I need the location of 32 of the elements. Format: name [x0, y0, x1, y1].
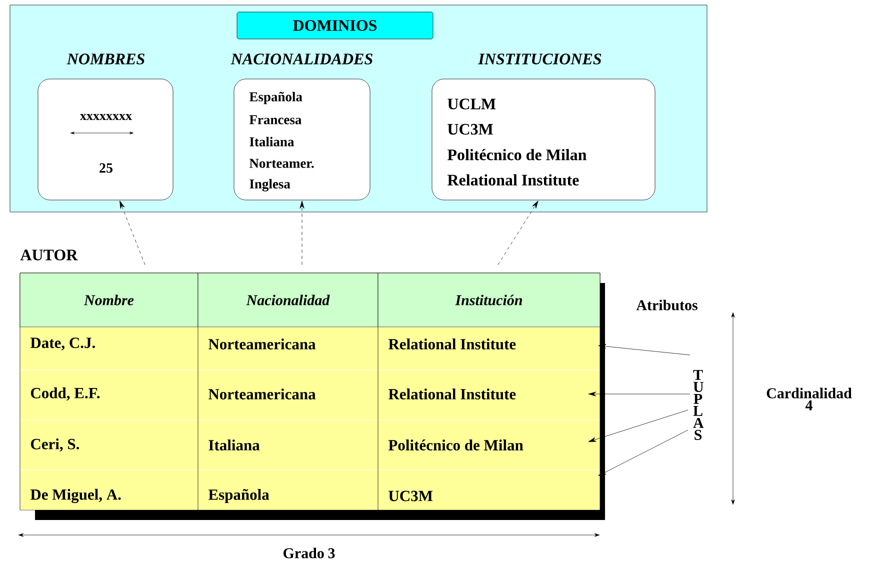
table-entry: Date, C.J.: [30, 338, 95, 350]
table-entry: Relational Institute: [388, 338, 516, 350]
table-entry: Codd, E.F.: [30, 387, 100, 401]
column-header: Nacionalidad: [198, 272, 378, 328]
arrow: [598, 344, 690, 356]
arrow: [498, 200, 538, 265]
column-header: Institución: [378, 272, 600, 328]
arrow: [588, 410, 688, 442]
label-text: Cardinalidad 4: [766, 388, 852, 410]
domain-box: NACIONALIDADES Española Francesa Italiana Norteamer. Inglesa: [230, 54, 372, 200]
arrow: [588, 392, 690, 396]
table-entry: Ceri, S.: [30, 438, 80, 452]
domain-box: INSTITUCIONES UCLM UC3M Politécnico de Milan Relational Institute: [432, 54, 656, 200]
table-entry: Norteamericana: [208, 388, 316, 400]
arrow: [598, 430, 688, 476]
arrow: [120, 200, 146, 265]
column-header: Nombre: [20, 272, 198, 328]
vertical-word: T U P L A S: [693, 370, 704, 440]
table-entry: Norteamericana: [208, 338, 316, 350]
table-entry: Española: [208, 488, 270, 504]
table-title: AUTOR: [20, 250, 78, 260]
table-entry: Politécnico de Milan: [388, 440, 524, 450]
table-entry: UC3M: [388, 490, 433, 502]
table-entry: De Miguel, A.: [30, 488, 121, 504]
label-text: Grado 3: [284, 548, 335, 558]
table-entry: Italiana: [208, 440, 260, 450]
arrow: [300, 200, 304, 265]
domain-box: NOMBRES xxxxxxxx 25: [38, 54, 174, 200]
label-text: Atributos: [636, 300, 698, 310]
table-entry: Relational Institute: [388, 388, 516, 400]
node-label: INSTITUCIONES: [478, 54, 602, 64]
node-label: NACIONALIDADES: [230, 54, 372, 64]
